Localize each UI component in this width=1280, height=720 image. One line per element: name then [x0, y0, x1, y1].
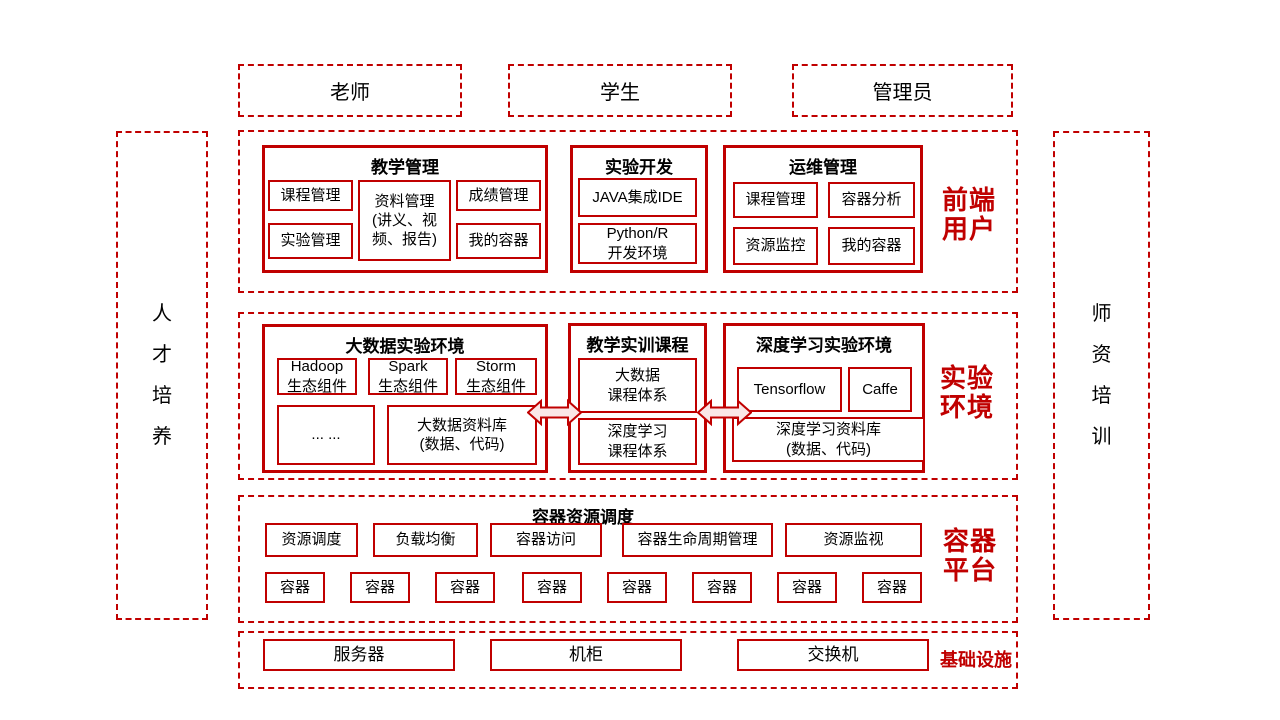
layer-frontend-users-label: 前端 用户 [942, 185, 997, 245]
group-experiment-development-title: 实验开发 [605, 158, 673, 177]
container-scheduling-title: 容器资源调度 [532, 508, 634, 527]
box-material-management: 资料管理 (讲义、视 频、报告) [358, 180, 451, 261]
box-caffe: Caffe [848, 367, 912, 412]
actor-admin: 管理员 [792, 64, 1013, 117]
layer-frontend-users: 教学管理 课程管理 实验管理 资料管理 (讲义、视 频、报告) 成绩管理 我的容… [238, 130, 1018, 293]
double-arrow-icon [527, 398, 582, 427]
box-dl-repository: 深度学习资料库 (数据、代码) [732, 417, 925, 462]
container-box: 容器 [522, 572, 582, 603]
container-box: 容器 [862, 572, 922, 603]
box-hadoop-components: Hadoop 生态组件 [277, 358, 357, 395]
group-bigdata-environment-title: 大数据实验环境 [345, 337, 465, 356]
layer-infrastructure-label: 基础设施 [940, 650, 1012, 670]
box-java-ide: JAVA集成IDE [578, 178, 697, 217]
box-ops-course-management: 课程管理 [733, 182, 818, 218]
box-server: 服务器 [263, 639, 455, 671]
layer-infrastructure: 服务器 机柜 交换机 基础设施 [238, 631, 1018, 689]
group-deep-learning-environment-title: 深度学习实验环境 [756, 336, 892, 355]
container-box: 容器 [350, 572, 410, 603]
group-teaching-management-title: 教学管理 [371, 158, 439, 177]
layer-experiment-environment-label: 实验 环境 [940, 363, 995, 423]
box-dl-curriculum: 深度学习 课程体系 [578, 418, 697, 465]
box-bigdata-curriculum: 大数据 课程体系 [578, 358, 697, 413]
actor-student: 学生 [508, 64, 732, 117]
container-box: 容器 [777, 572, 837, 603]
box-switch: 交换机 [737, 639, 929, 671]
group-ops-management: 运维管理 课程管理 容器分析 资源监控 我的容器 [723, 145, 923, 273]
container-box: 容器 [265, 572, 325, 603]
box-bigdata-repository: 大数据资料库 (数据、代码) [387, 405, 537, 465]
group-training-courses-title: 教学实训课程 [586, 336, 689, 355]
box-storm-components: Storm 生态组件 [455, 358, 537, 395]
lane-teacher-training-label: 师资培训 [1091, 302, 1112, 448]
actor-teacher: 老师 [238, 64, 462, 117]
box-resource-watch: 资源监视 [785, 523, 922, 557]
layer-container-platform-label: 容器 平台 [943, 526, 998, 586]
lane-talent-cultivation-label: 人才培养 [152, 302, 172, 448]
box-python-r-env: Python/R 开发环境 [578, 223, 697, 264]
box-container-lifecycle: 容器生命周期管理 [622, 523, 773, 557]
lane-teacher-training: 师资培训 [1053, 131, 1150, 620]
box-resource-monitoring: 资源监控 [733, 227, 818, 265]
layer-experiment-environment: 大数据实验环境 Hadoop 生态组件 Spark 生态组件 Storm 生态组… [238, 312, 1018, 480]
box-spark-components: Spark 生态组件 [368, 358, 448, 395]
container-box: 容器 [435, 572, 495, 603]
box-tensorflow: Tensorflow [737, 367, 842, 412]
box-ops-my-container: 我的容器 [828, 227, 915, 265]
actor-admin-label: 管理员 [872, 82, 933, 104]
actor-student-label: 学生 [600, 82, 640, 104]
box-more-components: ... ... [277, 405, 375, 465]
group-deep-learning-environment: 深度学习实验环境 Tensorflow Caffe 深度学习资料库 (数据、代码… [723, 323, 925, 473]
box-load-balancing: 负载均衡 [373, 523, 478, 557]
group-training-courses: 教学实训课程 大数据 课程体系 深度学习 课程体系 [568, 323, 707, 473]
box-course-management: 课程管理 [268, 180, 353, 211]
double-arrow-icon [697, 398, 752, 427]
box-my-container: 我的容器 [456, 223, 541, 259]
group-experiment-development: 实验开发 JAVA集成IDE Python/R 开发环境 [570, 145, 708, 273]
box-experiment-management: 实验管理 [268, 223, 353, 259]
actor-teacher-label: 老师 [330, 82, 370, 104]
group-bigdata-environment: 大数据实验环境 Hadoop 生态组件 Spark 生态组件 Storm 生态组… [262, 324, 548, 473]
container-box: 容器 [692, 572, 752, 603]
box-rack: 机柜 [490, 639, 682, 671]
group-teaching-management: 教学管理 课程管理 实验管理 资料管理 (讲义、视 频、报告) 成绩管理 我的容… [262, 145, 548, 273]
box-container-analysis: 容器分析 [828, 182, 915, 218]
box-resource-scheduling: 资源调度 [265, 523, 358, 557]
box-grade-management: 成绩管理 [456, 180, 541, 211]
group-ops-management-title: 运维管理 [789, 158, 857, 177]
layer-container-platform: 容器资源调度 资源调度 负载均衡 容器访问 容器生命周期管理 资源监视 容器 容… [238, 495, 1018, 623]
lane-talent-cultivation: 人才培养 [116, 131, 208, 620]
box-container-access: 容器访问 [490, 523, 602, 557]
container-box: 容器 [607, 572, 667, 603]
